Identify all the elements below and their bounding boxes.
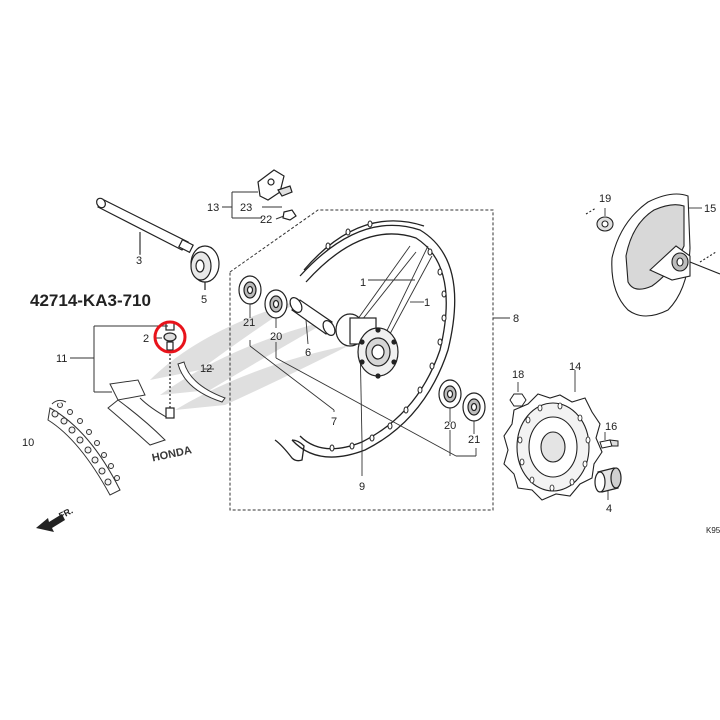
collar-part-5[interactable] bbox=[190, 245, 220, 290]
nut-part-18[interactable] bbox=[509, 393, 527, 407]
callout-15: 15 bbox=[704, 203, 716, 215]
callout-bracket-11 bbox=[70, 325, 168, 393]
callout-20-left: 20 bbox=[270, 331, 282, 343]
svg-text:HONDA: HONDA bbox=[151, 444, 193, 464]
rim-band-part-10[interactable] bbox=[47, 399, 121, 496]
callout-22: 22 bbox=[260, 214, 272, 226]
bearing-part-20-left[interactable] bbox=[264, 289, 288, 319]
hub-part-7[interactable] bbox=[335, 313, 399, 379]
bearing-part-20-right[interactable] bbox=[438, 379, 462, 409]
callout-9: 9 bbox=[359, 481, 365, 493]
callout-20-right: 20 bbox=[444, 420, 456, 432]
callout-12: 12 bbox=[200, 363, 212, 375]
callout-5: 5 bbox=[201, 294, 207, 306]
callout-4: 4 bbox=[606, 503, 612, 515]
callout-11: 11 bbox=[56, 353, 67, 365]
callout-13: 13 bbox=[207, 202, 219, 214]
callout-16: 16 bbox=[605, 421, 617, 433]
wheel-assembly-frame bbox=[229, 209, 510, 511]
callout-23: 23 bbox=[240, 202, 252, 214]
direction-label: FR. bbox=[57, 505, 74, 521]
callout-19: 19 bbox=[599, 193, 611, 205]
callout-3: 3 bbox=[136, 255, 142, 267]
callout-10: 10 bbox=[22, 437, 34, 449]
callout-18: 18 bbox=[512, 369, 524, 381]
tube-part-11[interactable] bbox=[107, 379, 169, 446]
callout-8: 8 bbox=[513, 313, 519, 325]
callout-7: 7 bbox=[331, 416, 337, 428]
callout-14: 14 bbox=[569, 361, 581, 373]
callout-1-upper: 1 bbox=[360, 277, 366, 289]
part-number-label: 42714-KA3-710 bbox=[30, 291, 151, 310]
leader-lines bbox=[139, 207, 702, 500]
bearing-part-21-left[interactable] bbox=[238, 275, 262, 305]
front-direction-arrow-icon bbox=[36, 514, 65, 532]
callout-21-right: 21 bbox=[468, 434, 480, 446]
brake-disc-part-14[interactable] bbox=[503, 393, 603, 501]
rim-part-9[interactable] bbox=[274, 220, 456, 462]
highlight-circle bbox=[153, 320, 187, 354]
callout-21-left: 21 bbox=[243, 317, 255, 329]
collar-part-19[interactable] bbox=[596, 216, 614, 232]
tire-flap-part-12[interactable] bbox=[177, 361, 226, 403]
callout-2: 2 bbox=[143, 333, 149, 345]
distance-collar-part-6[interactable] bbox=[288, 296, 338, 338]
axle-part-3[interactable] bbox=[95, 197, 194, 254]
diagram-code: K95 bbox=[706, 526, 720, 535]
callout-1-lower: 1 bbox=[424, 297, 430, 309]
bearing-part-21-right[interactable] bbox=[462, 392, 486, 422]
callout-bracket-13 bbox=[222, 191, 285, 220]
callout-6: 6 bbox=[305, 347, 311, 359]
collar-part-4[interactable] bbox=[594, 467, 622, 493]
bolt-part-16[interactable] bbox=[599, 439, 619, 449]
callout-labels: 1 1 2 3 4 5 6 7 8 9 10 11 12 13 14 15 16… bbox=[22, 193, 716, 515]
disc-guard-part-15[interactable] bbox=[585, 193, 720, 317]
sensor-bracket-part-23[interactable] bbox=[257, 169, 297, 221]
